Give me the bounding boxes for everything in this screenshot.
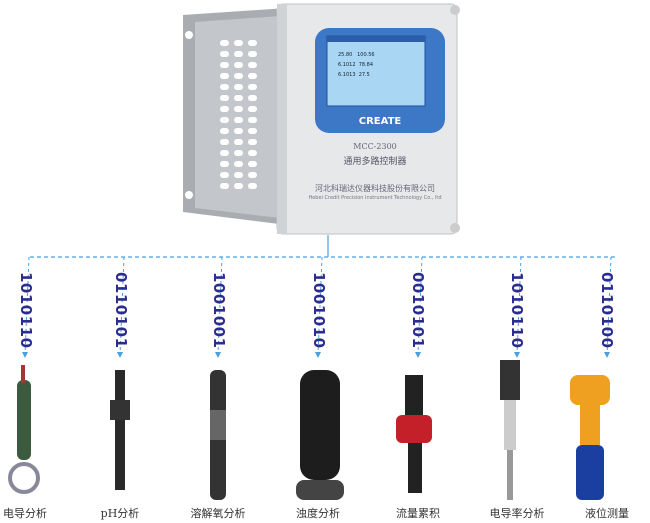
arrow-icon (22, 352, 28, 358)
vent-slot (220, 150, 229, 156)
vent-slot (220, 62, 229, 68)
vent-slot (248, 172, 257, 178)
controller-illustration: CREATE (183, 3, 460, 235)
channel-label: 溶解氧分析 (190, 507, 246, 520)
vent-slot (220, 51, 229, 57)
vent-slot (248, 95, 257, 101)
channel-code: 1001010 (310, 272, 328, 349)
arrow-icon (514, 352, 520, 358)
vent-slot (248, 40, 257, 46)
branch-line (317, 256, 323, 356)
reading: 27.5 (358, 72, 370, 78)
vent-slot (248, 183, 257, 189)
lcd-screen (326, 35, 426, 107)
arrow-icon (117, 352, 123, 358)
channel-code: 1001001 (210, 272, 228, 349)
vent-slot (220, 84, 229, 90)
vent-slot (234, 150, 243, 156)
vent-slot (220, 172, 229, 178)
vent-slot (220, 183, 229, 189)
vent-slot (248, 117, 257, 123)
vent-slot (234, 62, 243, 68)
branch-line (606, 256, 612, 356)
ph-electrode (110, 370, 130, 490)
vent-slot (248, 106, 257, 112)
channel-code: 1010110 (17, 272, 35, 349)
vent-slot (220, 106, 229, 112)
vent-slot (234, 128, 243, 134)
channel-label: 电导分析 (3, 507, 47, 520)
vent-slot (234, 106, 243, 112)
channel-label: 电导率分析 (489, 507, 545, 520)
vent-slot (234, 161, 243, 167)
vent-slot (234, 95, 243, 101)
arrow-icon (604, 352, 610, 358)
vent-slot (234, 139, 243, 145)
vent-slot (234, 40, 243, 46)
conductivity-electrode (8, 365, 40, 494)
arrow-icon (215, 352, 221, 358)
vent-slot (220, 128, 229, 134)
channel-code: 1010110 (508, 272, 526, 349)
channel-label: 流量累积 (396, 507, 440, 520)
channel-code: 0110101 (112, 272, 130, 349)
vent-slot (248, 73, 257, 79)
branch-line (24, 256, 30, 356)
product-name: 通用多路控制器 (343, 157, 407, 167)
vent-slot (220, 117, 229, 123)
branch-line (119, 256, 125, 356)
vent-slot (234, 84, 243, 90)
reading: 25.80 (338, 52, 353, 58)
vent-slot (248, 128, 257, 134)
sensors (8, 360, 610, 500)
turbidity-sensor (296, 370, 344, 500)
vent-slot (220, 73, 229, 79)
vent-slot (248, 51, 257, 57)
vent-slot (248, 139, 257, 145)
vent-slot (248, 84, 257, 90)
vent-slot (234, 172, 243, 178)
vent-slot (248, 161, 257, 167)
branch-line (417, 256, 423, 356)
conductivity-sensor (500, 360, 520, 500)
vent-slot (220, 139, 229, 145)
company-name-en: Hebei Credit Precision Instrument Techno… (308, 195, 442, 201)
vent-slot (248, 150, 257, 156)
level-meter (570, 375, 610, 500)
channel-code: 0110100 (598, 272, 616, 349)
reading: 100.56 (357, 52, 375, 58)
reading: 6.1012 (338, 62, 356, 68)
channel-label: 液位测量 (585, 507, 629, 520)
channel-label: pH分析 (100, 507, 140, 520)
vent-slot (248, 62, 257, 68)
vent-slot (234, 117, 243, 123)
vent-slot (220, 40, 229, 46)
arrow-icon (315, 352, 321, 358)
screen-readings: 25.80 100.56 6.1012 78.84 6.1013 27.5 (338, 50, 404, 80)
vent-slot (234, 51, 243, 57)
arrow-icon (415, 352, 421, 358)
channel-code: 0010101 (409, 272, 427, 349)
vent-slot (234, 73, 243, 79)
brand-logo: CREATE (359, 116, 402, 127)
do-sensor (210, 370, 226, 500)
flow-sensor (396, 375, 432, 493)
reading: 6.1013 (338, 72, 356, 78)
channel-label: 浊度分析 (296, 507, 340, 520)
branch-line (217, 256, 223, 356)
reading: 78.84 (358, 62, 374, 68)
vent-slot (220, 161, 229, 167)
branch-line (516, 256, 522, 356)
vent-slot (220, 95, 229, 101)
vent-slot (234, 183, 243, 189)
company-name-cn: 河北科瑞达仪器科技股份有限公司 (315, 184, 435, 193)
model-number: MCC-2300 (353, 142, 397, 151)
